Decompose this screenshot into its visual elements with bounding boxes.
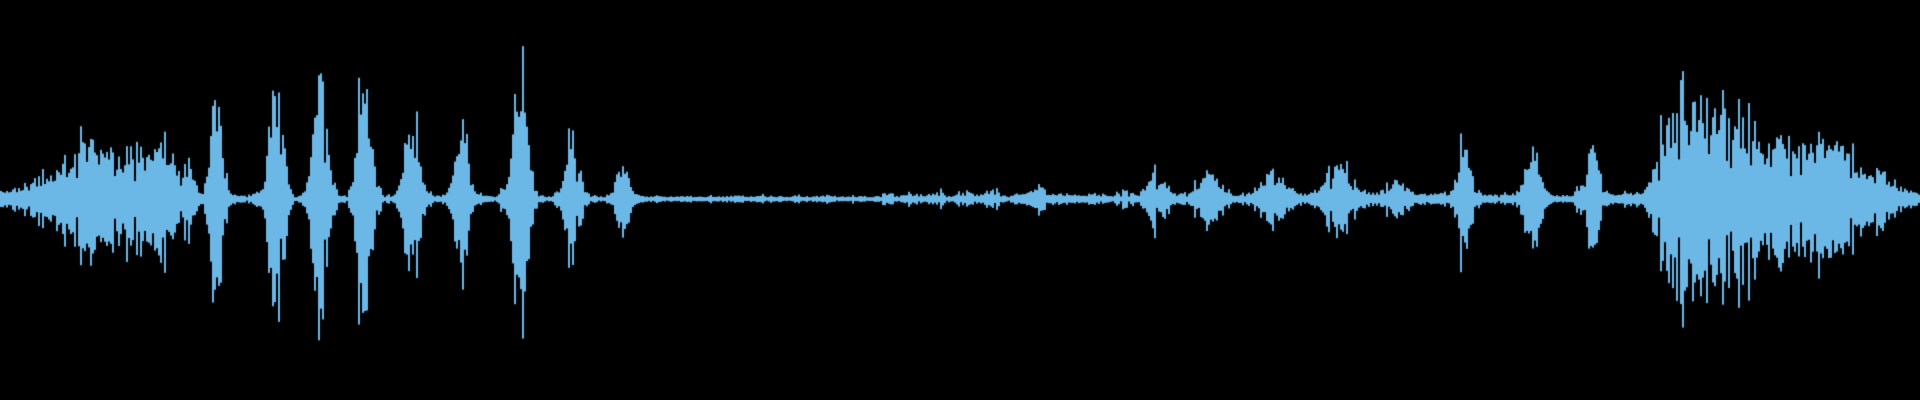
audio-waveform-canvas[interactable] bbox=[0, 0, 1920, 400]
waveform-viewer[interactable] bbox=[0, 0, 1920, 400]
